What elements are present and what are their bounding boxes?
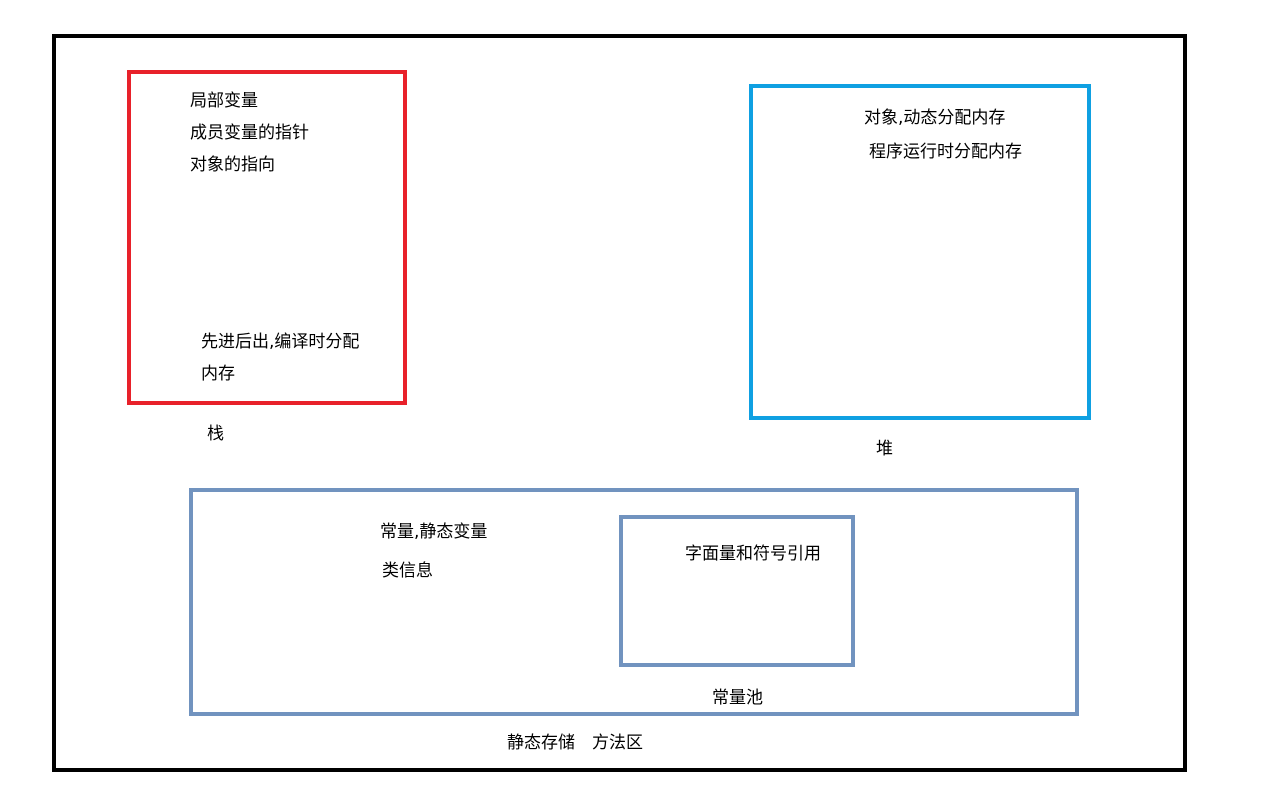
heap-line2: 程序运行时分配内存 xyxy=(869,142,1022,162)
stack-label: 栈 xyxy=(207,424,224,444)
static-line1: 常量,静态变量 xyxy=(380,522,488,542)
heap-line1: 对象,动态分配内存 xyxy=(864,108,1006,128)
constant-pool-text: 字面量和符号引用 xyxy=(685,544,821,564)
stack-note-line2: 内存 xyxy=(201,364,235,384)
constant-pool-box xyxy=(619,515,855,667)
heap-box xyxy=(749,84,1091,420)
constant-pool-label: 常量池 xyxy=(712,688,763,708)
static-storage-box xyxy=(189,488,1079,716)
stack-line-member-pointers: 成员变量的指针 xyxy=(190,123,309,143)
static-storage-label: 静态存储 方法区 xyxy=(507,733,643,753)
heap-label: 堆 xyxy=(876,439,893,459)
stack-line-local-vars: 局部变量 xyxy=(190,91,258,111)
diagram-frame xyxy=(52,34,1187,772)
static-line2: 类信息 xyxy=(382,561,433,581)
stack-box xyxy=(127,70,407,405)
stack-line-object-refs: 对象的指向 xyxy=(190,155,275,175)
stack-note-line1: 先进后出,编译时分配 xyxy=(201,332,360,352)
